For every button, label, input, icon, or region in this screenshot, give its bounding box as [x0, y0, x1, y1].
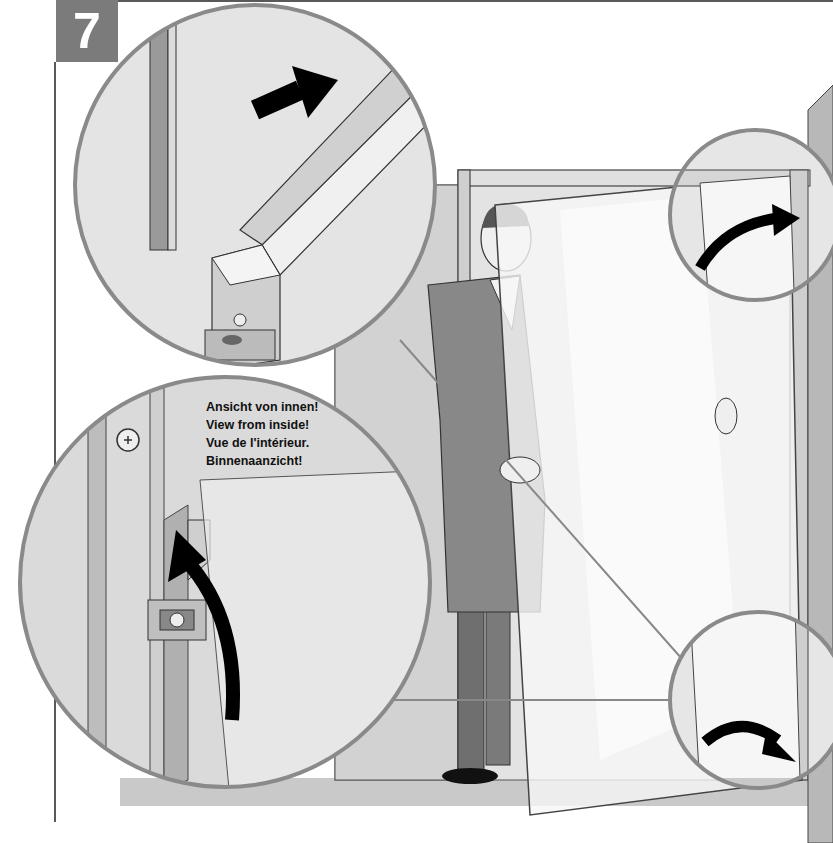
- view-note-line: Vue de l'intérieur.: [206, 434, 319, 452]
- view-note: Ansicht von innen!View from inside!Vue d…: [206, 398, 319, 470]
- view-note-line: View from inside!: [206, 416, 319, 434]
- step-number: 7: [73, 6, 101, 56]
- step-number-box: 7: [56, 0, 118, 62]
- view-note-line: Binnenaanzicht!: [206, 452, 319, 470]
- view-note-line: Ansicht von innen!: [206, 398, 319, 416]
